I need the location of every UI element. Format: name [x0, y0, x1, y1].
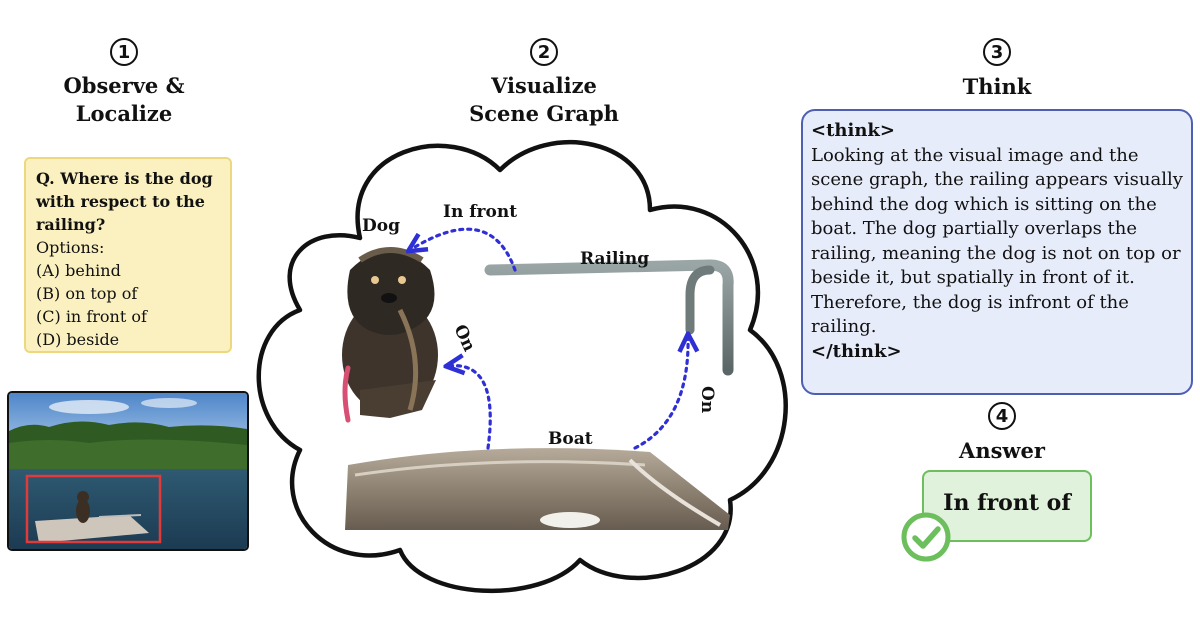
- edge-label-railing-boat: On: [697, 386, 717, 413]
- step-2-title-line1: Visualize: [491, 73, 597, 98]
- railing-image: [484, 259, 734, 376]
- step-4-number: 4: [988, 402, 1016, 430]
- options-label: Options:: [36, 238, 105, 257]
- step-1-title-line1: Observe &: [63, 73, 185, 98]
- edge-railing-boat-arrow: [633, 336, 688, 450]
- question-box: Q. Where is the dog with respect to the …: [24, 157, 232, 353]
- edge-dog-boat-arrow: [448, 366, 492, 450]
- option-a: (A) behind: [36, 261, 121, 280]
- dog-image: [342, 247, 438, 423]
- step-1-title-line2: Localize: [75, 101, 173, 126]
- node-label-railing: Railing: [580, 249, 649, 269]
- edge-dog-railing-arrow: [410, 227, 517, 272]
- think-body: Looking at the visual image and the scen…: [811, 144, 1183, 338]
- step-3-number: 3: [983, 38, 1011, 66]
- scene-graph-cloud: Dog Railing Boat In front On On: [256, 139, 788, 594]
- option-b: (B) on top of: [36, 284, 138, 303]
- step-3-title: Think: [962, 74, 1032, 99]
- checkmark-icon: [901, 512, 951, 562]
- step-2-title-line2: Scene Graph: [469, 101, 619, 126]
- step-1-title: Observe & Localize: [44, 72, 204, 128]
- boat-image: [345, 448, 730, 530]
- step-2-number: 2: [530, 38, 558, 66]
- answer-box: In front of: [922, 470, 1092, 542]
- option-c: (C) in front of: [36, 307, 147, 326]
- question-text: Q. Where is the dog with respect to the …: [36, 169, 213, 234]
- edge-label-dog-railing: In front: [443, 202, 517, 222]
- answer-text: In front of: [943, 490, 1071, 516]
- step-4-title: Answer: [959, 438, 1045, 463]
- think-close-tag: </think>: [811, 340, 902, 362]
- step-2-title: Visualize Scene Graph: [454, 72, 634, 128]
- step-1-number: 1: [110, 38, 138, 66]
- think-box: <think> Looking at the visual image and …: [801, 109, 1193, 395]
- node-label-boat: Boat: [548, 429, 593, 449]
- node-label-dog: Dog: [362, 216, 400, 236]
- input-photo: [7, 391, 249, 551]
- lake-scene-image: [9, 393, 247, 549]
- option-d: (D) beside: [36, 330, 120, 349]
- think-open-tag: <think>: [811, 120, 895, 141]
